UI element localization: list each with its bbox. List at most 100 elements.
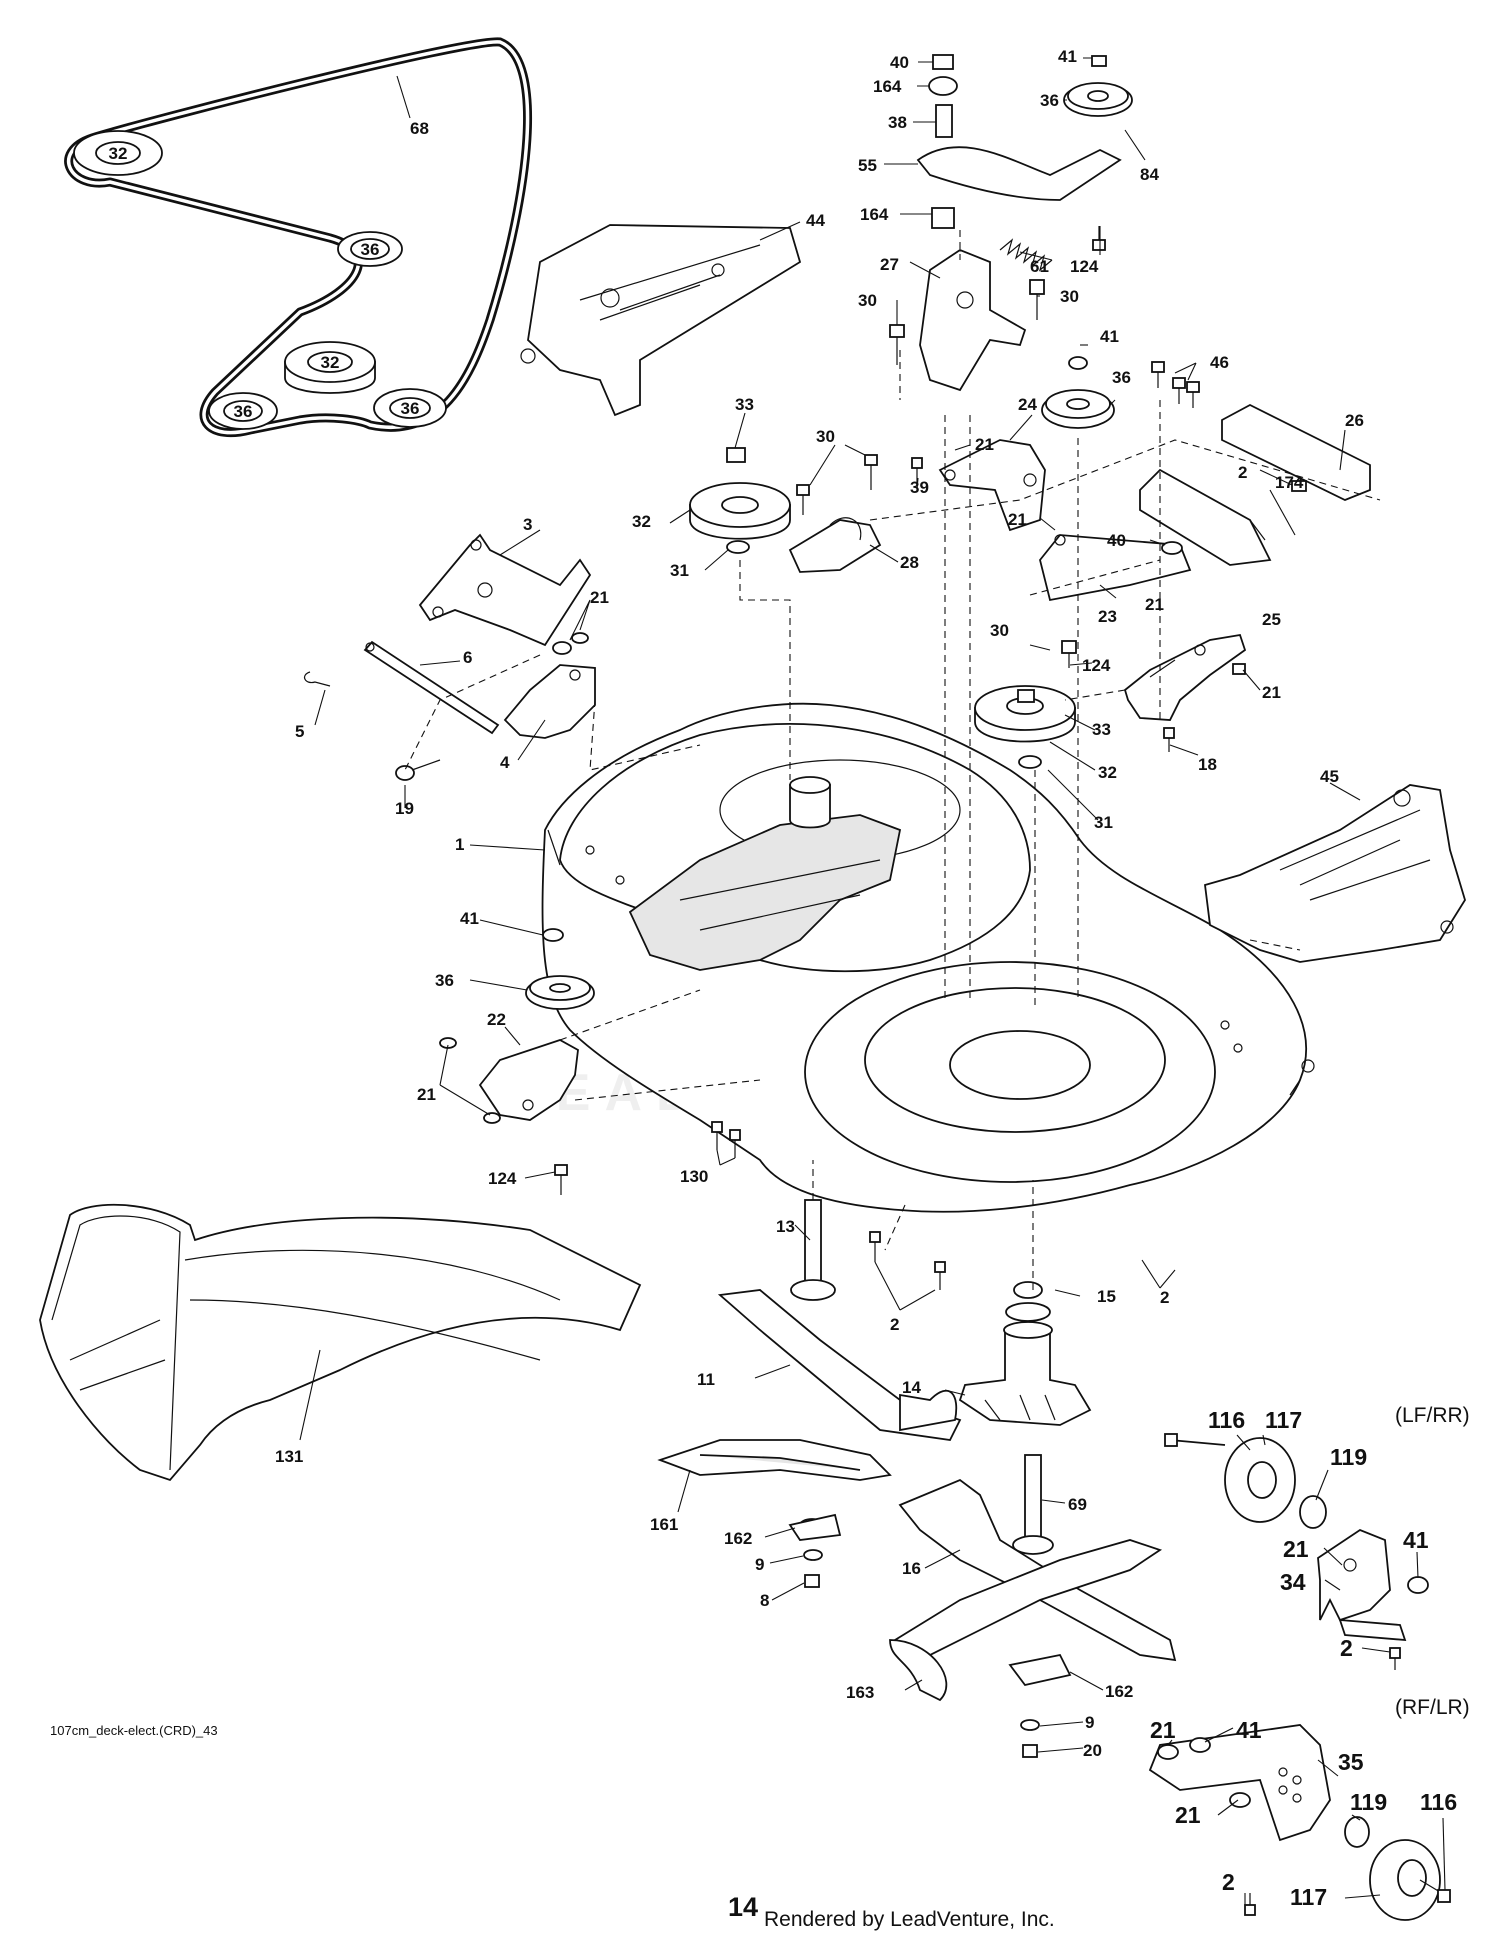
- callout-16: 16: [902, 1559, 921, 1578]
- belt-pulley-36-right-bottom: 36: [373, 388, 447, 428]
- callout-2-wheel-bottom: 2: [1222, 1869, 1235, 1895]
- drawing-code: 107cm_deck-elect.(CRD)_43: [50, 1723, 218, 1738]
- callout-40-mid: 40: [1107, 531, 1126, 550]
- leader-lines: [299, 57, 1446, 1905]
- callout-21-d: 21: [1145, 595, 1164, 614]
- callout-30-a: 30: [1060, 287, 1079, 306]
- callout-61: 61: [1030, 257, 1049, 276]
- callout-6: 6: [463, 648, 472, 667]
- callout-26: 26: [1345, 411, 1364, 430]
- svg-text:32: 32: [321, 353, 340, 372]
- callout-9-left: 9: [755, 1555, 764, 1574]
- belt-routing-diagram: 32 36 32 36 36 68: [64, 37, 533, 438]
- callout-28: 28: [900, 553, 919, 572]
- callout-21-e: 21: [1262, 683, 1281, 702]
- pulley-32-left-deck: [689, 447, 791, 554]
- callout-21-wheel-bottom-b: 21: [1175, 1802, 1201, 1828]
- callout-33-left: 33: [735, 395, 754, 414]
- callout-27: 27: [880, 255, 899, 274]
- callout-164-mid: 164: [860, 205, 889, 224]
- callout-2-mid: 2: [890, 1315, 899, 1334]
- belt-pulley-36-mid: 36: [337, 231, 403, 267]
- callout-19: 19: [395, 799, 414, 818]
- callout-131: 131: [275, 1447, 303, 1466]
- variant-label-rf-lr: (RF/LR): [1395, 1696, 1470, 1719]
- callout-2-right: 2: [1238, 463, 1247, 482]
- callout-2-deck-right: 2: [1160, 1288, 1169, 1307]
- callout-labels: 40 164 38 55 164 41 36 84 61 124 44 27 3…: [275, 47, 1470, 1910]
- callout-69: 69: [1068, 1495, 1087, 1514]
- callout-23: 23: [1098, 607, 1117, 626]
- callout-41-top: 41: [1058, 47, 1077, 66]
- svg-text:32: 32: [109, 144, 128, 163]
- callout-119-top: 119: [1330, 1444, 1367, 1470]
- callout-4: 4: [500, 753, 510, 772]
- callout-30-d: 30: [990, 621, 1009, 640]
- svg-text:36: 36: [401, 399, 420, 418]
- callout-32-left: 32: [632, 512, 651, 531]
- callout-163: 163: [846, 1683, 874, 1702]
- callout-21-c: 21: [590, 588, 609, 607]
- callout-36-left: 36: [435, 971, 454, 990]
- callout-117-bottom: 117: [1290, 1884, 1327, 1910]
- callout-124-mid: 124: [1082, 656, 1111, 675]
- callout-21-a: 21: [975, 435, 994, 454]
- gauge-wheel-rf-lr: [1148, 1724, 1451, 1921]
- spindle-13-blade-assembly: [657, 1199, 962, 1588]
- belt-cover-45: [1204, 784, 1466, 1073]
- idler-arm-assembly: [889, 54, 1133, 429]
- callout-21-wheel-top: 21: [1283, 1536, 1309, 1562]
- spindle-housing-14: [958, 1281, 1092, 1555]
- callout-11: 11: [697, 1370, 715, 1389]
- callout-13: 13: [776, 1217, 795, 1236]
- linkage-rod-6: [303, 632, 596, 781]
- callout-30-b: 30: [858, 291, 877, 310]
- callout-45: 45: [1320, 767, 1339, 786]
- callout-44: 44: [806, 211, 825, 230]
- callout-14: 14: [902, 1378, 921, 1397]
- callout-41-wheel-top: 41: [1403, 1527, 1429, 1553]
- callout-15: 15: [1097, 1287, 1116, 1306]
- callout-130: 130: [680, 1167, 708, 1186]
- callout-31-right: 31: [1094, 813, 1113, 832]
- callout-34: 34: [1280, 1569, 1306, 1595]
- callout-41-wheel-bottom: 41: [1236, 1717, 1262, 1743]
- callout-22: 22: [487, 1010, 506, 1029]
- bracket-26-assembly: [1139, 361, 1371, 566]
- bracket-3: [418, 533, 592, 647]
- callout-40-top: 40: [890, 53, 909, 72]
- callout-39: 39: [910, 478, 929, 497]
- bracket-24: [938, 439, 1046, 532]
- callout-162-right: 162: [1105, 1682, 1133, 1701]
- callout-20: 20: [1083, 1741, 1102, 1760]
- callout-84: 84: [1140, 165, 1159, 184]
- callout-32-right: 32: [1098, 763, 1117, 782]
- callout-21-wheel-bottom-a: 21: [1150, 1717, 1176, 1743]
- callout-55: 55: [858, 156, 877, 175]
- callout-9-right: 9: [1085, 1713, 1094, 1732]
- assembly-lines: [404, 230, 1381, 1290]
- callout-124-left: 124: [488, 1169, 517, 1188]
- callout-117-top: 117: [1265, 1407, 1302, 1433]
- callout-46: 46: [1210, 353, 1229, 372]
- bracket-22-assembly: [439, 928, 741, 1195]
- callout-2-wheel-top: 2: [1340, 1635, 1353, 1661]
- callout-3: 3: [523, 515, 532, 534]
- bracket-25: [1123, 633, 1247, 752]
- discharge-chute-131: [39, 1203, 642, 1482]
- belt-cover-44: [520, 221, 802, 417]
- mower-deck-1: [541, 702, 1307, 1213]
- svg-text:36: 36: [234, 402, 253, 421]
- callout-161: 161: [650, 1515, 678, 1534]
- gauge-wheel-lf-rr: [1164, 1433, 1429, 1670]
- callout-21-f: 21: [417, 1085, 436, 1104]
- blade-16-assembly: [889, 1478, 1177, 1758]
- variant-label-lf-rr: (LF/RR): [1395, 1404, 1470, 1427]
- callout-162-left: 162: [724, 1529, 752, 1548]
- callout-35: 35: [1338, 1749, 1364, 1775]
- svg-text:36: 36: [361, 240, 380, 259]
- callout-41-mid: 41: [1100, 327, 1119, 346]
- callout-116-top: 116: [1208, 1407, 1245, 1433]
- callout-5: 5: [295, 722, 304, 741]
